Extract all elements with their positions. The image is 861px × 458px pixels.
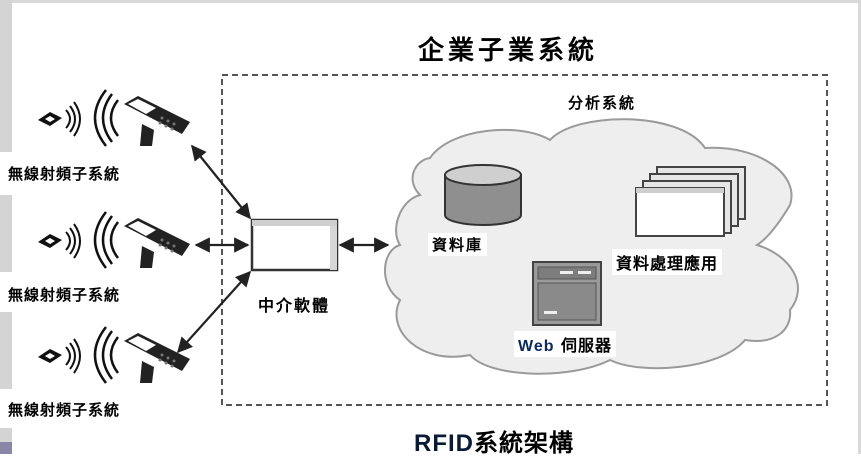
stacked-windows-icon (635, 166, 746, 237)
enterprise-system-title: 企業子業系統 (418, 36, 599, 66)
diagram-caption: RFID系統架構 (414, 423, 574, 458)
rfid-reader-unit-3 (36, 325, 192, 385)
arrow-rfid3-middleware (176, 270, 252, 354)
caption-cjk: 系統架構 (474, 428, 574, 457)
web-server-label: Web 伺服器 (514, 331, 617, 357)
arrow-rfid1-middleware (191, 144, 251, 220)
rfid-reader-unit-2 (36, 210, 192, 270)
database-cylinder-icon (444, 164, 522, 226)
left-edge-accent (0, 442, 12, 454)
data-processing-app-label: 資料處理應用 (612, 249, 723, 275)
caption-latin: RFID (414, 430, 474, 457)
analysis-system-title: 分析系統 (568, 94, 637, 112)
web-server-label-latin: Web (518, 338, 555, 355)
web-server-icon (532, 261, 602, 326)
middleware-label: 中介軟體 (258, 296, 331, 315)
rfid-subsystem-label-1: 無線射頻子系統 (8, 165, 121, 183)
left-edge-strip (0, 312, 12, 389)
rfid-subsystem-label-2: 無線射頻子系統 (8, 286, 121, 304)
database-label: 資料庫 (428, 233, 488, 256)
frame-border-right (858, 0, 861, 454)
rfid-subsystem-label-3: 無線射頻子系統 (8, 401, 121, 419)
left-edge-strip (0, 195, 12, 272)
left-edge-strip (0, 0, 12, 152)
middleware-window-icon (250, 218, 339, 272)
left-edge-strip (0, 428, 12, 442)
rfid-reader-unit-1 (36, 88, 192, 148)
web-server-label-cjk: 伺服器 (554, 336, 613, 355)
frame-border-top (0, 0, 861, 3)
